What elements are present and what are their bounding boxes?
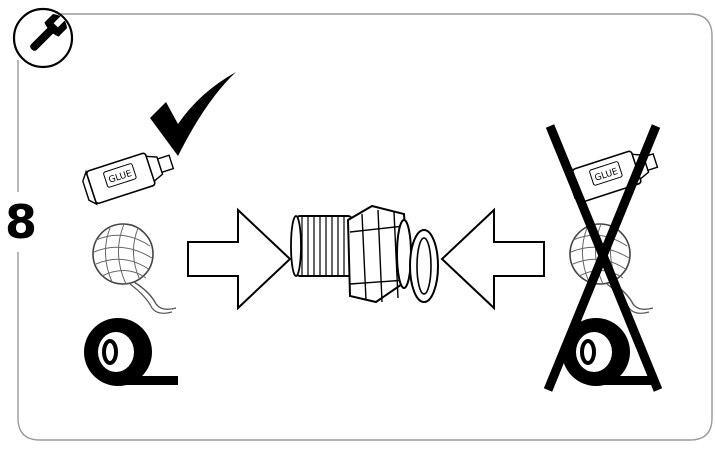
checkmark-icon <box>150 72 236 156</box>
cross-out-icon <box>543 124 663 392</box>
step-number: 8 <box>2 192 40 252</box>
yarn-ball-left <box>92 223 177 314</box>
glue-tube-left: GLUE <box>82 152 175 206</box>
arrow-left-icon <box>440 207 545 311</box>
wrench-icon <box>12 7 74 69</box>
threaded-connector <box>290 204 412 304</box>
panel-frame <box>17 13 713 441</box>
tape-roll-right <box>562 318 656 386</box>
tape-roll-left <box>84 318 178 386</box>
gasket-ring <box>409 229 439 303</box>
arrow-right-icon <box>187 207 292 311</box>
